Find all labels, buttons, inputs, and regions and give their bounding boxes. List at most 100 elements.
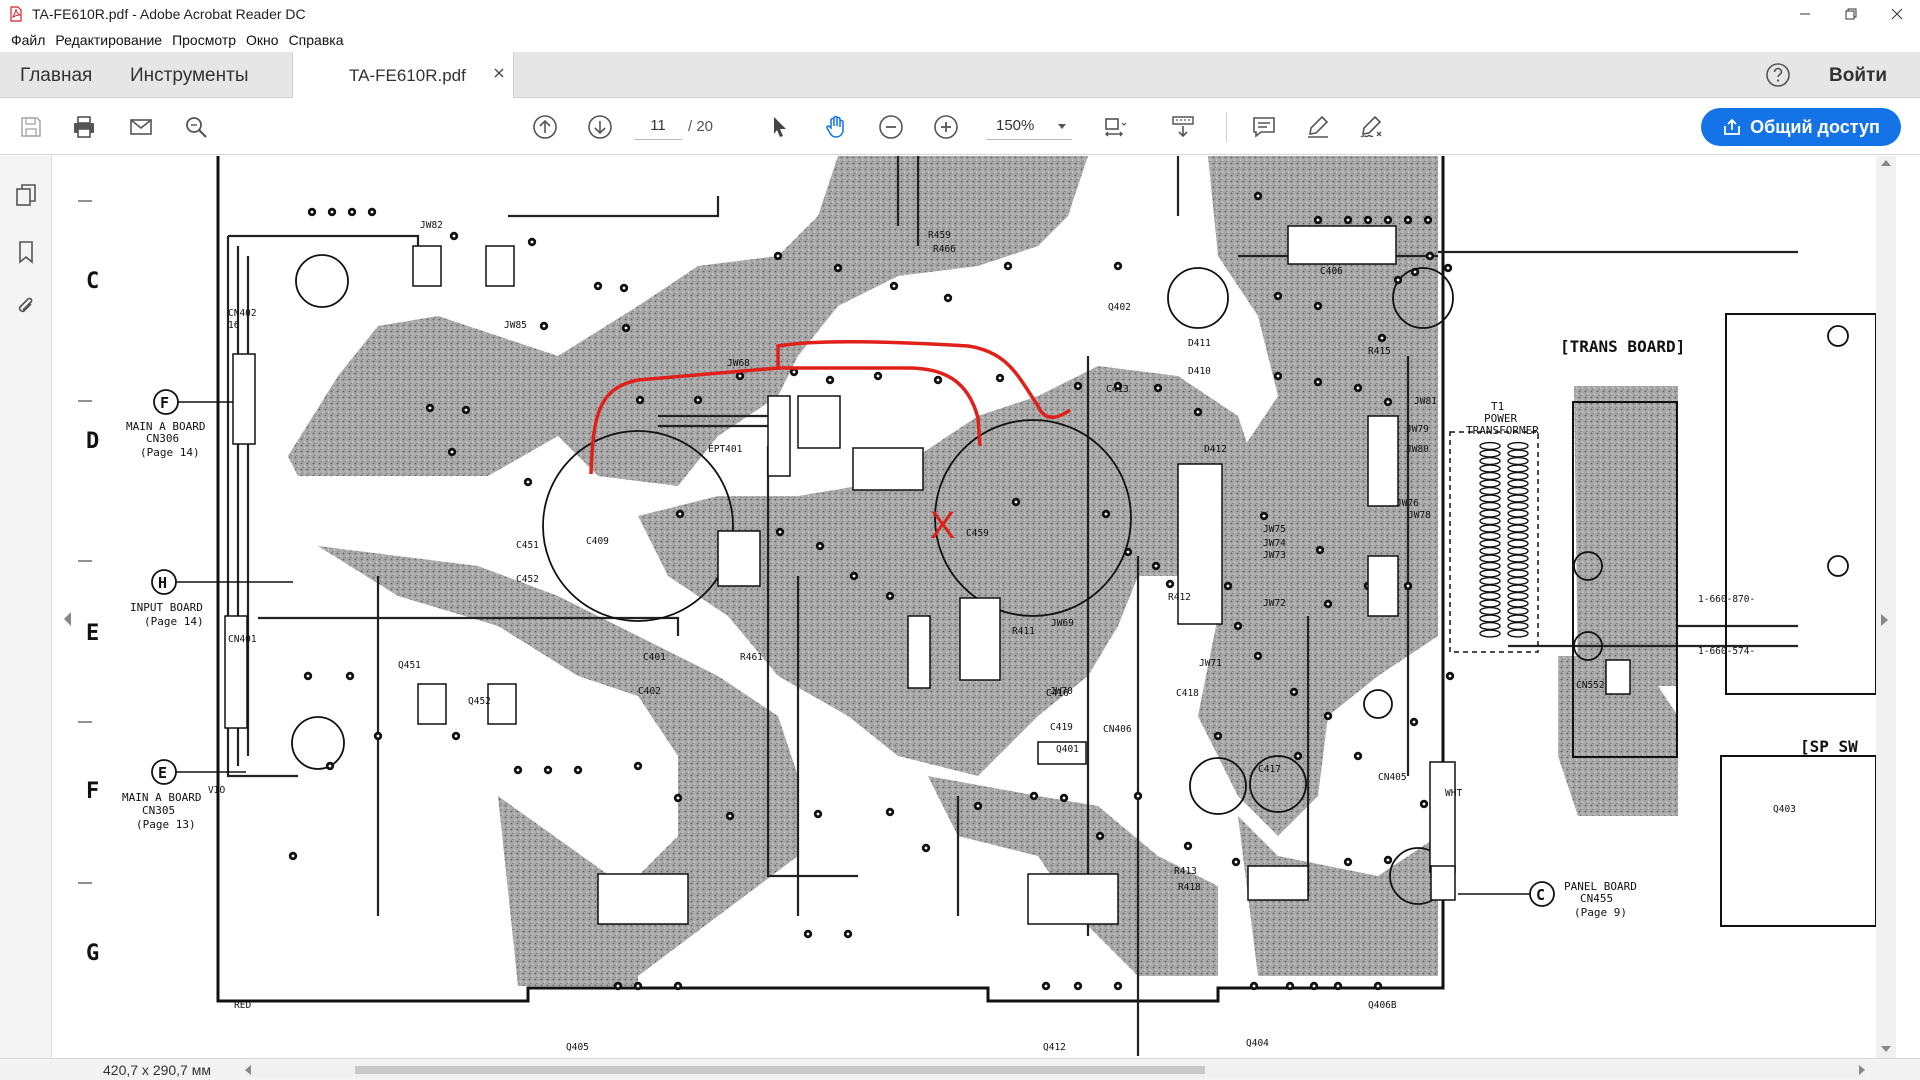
solder-pad-hole — [1292, 690, 1296, 694]
part-label: Q412 — [1043, 1042, 1066, 1053]
part-label: JW82 — [420, 220, 443, 231]
menu-help[interactable]: Справка — [288, 32, 344, 48]
solder-pad-hole — [310, 210, 314, 214]
component-footprints — [224, 225, 1876, 927]
toolbar: 11 / 20 150% Общий доступ — [0, 98, 1920, 155]
row-label: C — [86, 269, 99, 294]
solder-pad-hole — [1386, 858, 1390, 862]
coil-turn — [1479, 509, 1501, 518]
page-total: / 20 — [688, 118, 714, 135]
share-icon — [1724, 118, 1741, 135]
connector-label: PANEL BOARD — [1564, 880, 1637, 893]
print-button[interactable] — [69, 112, 99, 142]
part-label: JW80 — [1406, 444, 1429, 455]
search-button[interactable] — [181, 112, 211, 142]
coil-turn — [1507, 569, 1529, 578]
signin-link[interactable]: Войти — [1829, 65, 1887, 86]
part-label: JW74 — [1263, 538, 1286, 549]
sign-button[interactable] — [1356, 112, 1386, 142]
help-icon[interactable] — [1765, 62, 1791, 88]
restore-button[interactable] — [1828, 0, 1874, 28]
pcb-schematic-page: C D E F G F MAIN A BOARD CN306 (Page 14)… — [78, 156, 1876, 1056]
coil-turn — [1479, 456, 1501, 466]
solder-pad-hole — [1226, 584, 1230, 588]
next-page-button[interactable] — [585, 112, 615, 142]
vertical-scrollbar[interactable] — [1876, 156, 1896, 1058]
zoom-in-button[interactable] — [931, 112, 961, 142]
coil-turn — [1479, 524, 1501, 533]
previous-page-button[interactable] — [530, 112, 560, 142]
horizontal-scroll-thumb[interactable] — [355, 1066, 1205, 1074]
close-button[interactable] — [1874, 0, 1920, 28]
solder-pad-hole — [576, 768, 580, 772]
scroll-right-arrow[interactable] — [1881, 614, 1888, 626]
pages-icon[interactable] — [13, 182, 39, 208]
solder-pad-hole — [330, 210, 334, 214]
solder-pad-hole — [1336, 984, 1340, 988]
tab-home[interactable]: Главная — [20, 65, 93, 86]
menu-window[interactable]: Окно — [246, 32, 279, 48]
part-label: Q405 — [566, 1042, 589, 1053]
connector-letter: E — [158, 764, 167, 782]
attachment-icon[interactable] — [13, 294, 39, 320]
part-label: Q402 — [1108, 302, 1131, 313]
page-number-input[interactable]: 11 — [634, 112, 682, 140]
fit-page-button[interactable] — [1100, 112, 1130, 142]
coil-turn — [1479, 584, 1501, 593]
scroll-up-arrow[interactable] — [1881, 160, 1891, 166]
tab-document-label: TA-FE610R.pdf — [349, 66, 466, 85]
coil-turn — [1507, 494, 1529, 503]
part-label: Q452 — [468, 696, 491, 707]
tab-document[interactable]: TA-FE610R.pdf — [292, 52, 514, 98]
tab-tools[interactable]: Инструменты — [130, 65, 249, 86]
part-label: C416 — [1046, 688, 1069, 699]
connector-letter: H — [158, 574, 167, 592]
part-label: CN401 — [228, 634, 257, 645]
document-viewport[interactable]: C D E F G F MAIN A BOARD CN306 (Page 14)… — [78, 156, 1876, 1058]
close-icon[interactable] — [493, 67, 505, 79]
menu-file[interactable]: Файл — [11, 32, 46, 48]
menu-view[interactable]: Просмотр — [172, 32, 237, 48]
comment-button[interactable] — [1249, 112, 1279, 142]
menu-edit[interactable]: Редактирование — [55, 32, 163, 48]
zoom-select[interactable]: 150% — [986, 112, 1072, 140]
bookmark-icon[interactable] — [13, 239, 39, 265]
connector-label: MAIN A BOARD — [122, 791, 201, 804]
solder-pad-hole — [676, 984, 680, 988]
pdf-file-icon — [10, 6, 22, 22]
solder-pad-hole — [998, 376, 1002, 380]
coil-turn — [1507, 614, 1529, 623]
scroll-right-arrow[interactable] — [1859, 1065, 1865, 1075]
connector-c: C PANEL BOARD CN455 (Page 9) — [1458, 880, 1637, 919]
solder-pad-hole — [370, 210, 374, 214]
coil-turn — [1507, 546, 1529, 556]
select-tool-button[interactable] — [765, 112, 795, 142]
solder-pad-hole — [1326, 602, 1330, 606]
scroll-left-arrow[interactable] — [245, 1065, 251, 1075]
save-button[interactable] — [16, 112, 46, 142]
collapse-panel-arrow[interactable] — [64, 612, 71, 626]
scroll-down-arrow[interactable] — [1881, 1046, 1891, 1052]
solder-pad-hole — [976, 804, 980, 808]
scroll-mode-button[interactable] — [1168, 112, 1198, 142]
solder-pad-hole — [1168, 582, 1172, 586]
solder-pad-hole — [852, 574, 856, 578]
email-button[interactable] — [126, 112, 156, 142]
solder-pad-hole — [728, 814, 732, 818]
zoom-out-button[interactable] — [876, 112, 906, 142]
minimize-button[interactable] — [1782, 0, 1828, 28]
part-label: CN552 — [1576, 680, 1605, 691]
solder-pad-hole — [428, 406, 432, 410]
horizontal-scrollbar[interactable] — [245, 1063, 1865, 1077]
coil-turn — [1507, 464, 1529, 473]
highlight-button[interactable] — [1303, 112, 1333, 142]
part-label: Q403 — [1773, 804, 1796, 815]
connector-letter: C — [1536, 886, 1545, 904]
minimize-icon — [1800, 13, 1810, 15]
part-label: C406 — [1320, 266, 1343, 277]
solder-pad-hole — [792, 370, 796, 374]
share-button[interactable]: Общий доступ — [1701, 108, 1901, 146]
coil-turn — [1479, 539, 1501, 548]
hand-tool-button[interactable] — [821, 112, 851, 142]
coil-turn — [1507, 456, 1529, 466]
